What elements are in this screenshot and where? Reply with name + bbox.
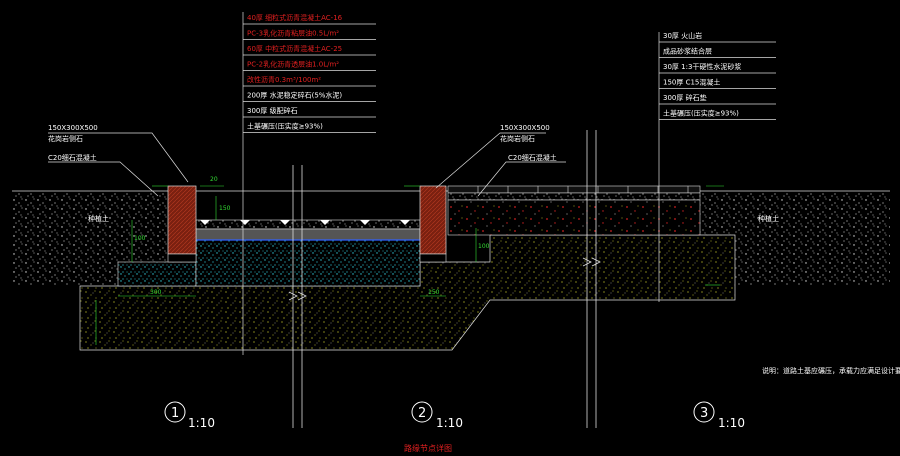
- callout-3-line-text: 成品砂浆结合层: [663, 47, 712, 56]
- svg-text:100: 100: [478, 243, 490, 250]
- svg-text:1:10: 1:10: [436, 416, 463, 430]
- soil-label-1: 种植土: [88, 214, 109, 223]
- granite-curb-1: [167, 185, 197, 255]
- svg-text:20: 20: [210, 176, 218, 183]
- drawing-caption: 路缘节点详图: [404, 443, 452, 453]
- section-marker-3: 3 1:10: [693, 401, 745, 430]
- callout-1-line-text: 改性沥青0.3m³/100m²: [247, 75, 321, 84]
- callout-1-line-text: PC-3乳化沥青粘层油0.5L/m²: [247, 29, 339, 38]
- concrete-label-2: C20细石混凝土: [508, 153, 557, 162]
- callout-3-line-text: 150厚 C15混凝土: [663, 78, 720, 87]
- callout-3-line-text: 30厚 1:3干硬性水泥砂浆: [663, 62, 741, 71]
- callout-1-line-text: 300厚 级配碎石: [247, 106, 298, 115]
- svg-text:1:10: 1:10: [718, 416, 745, 430]
- asphalt-layer-1: [195, 219, 421, 230]
- curb-material-label-2: 花岗岩侧石: [500, 134, 535, 143]
- section-marker-2: 2 1:10: [411, 401, 463, 430]
- callout-1-line-text: 土基碾压(压实度≥93%): [247, 122, 323, 131]
- surface-marks: [200, 220, 410, 225]
- callout-3-line-text: 300厚 碎石垫: [663, 93, 707, 102]
- soil-label-3: 种植土: [758, 214, 779, 223]
- svg-text:150: 150: [219, 205, 231, 212]
- curb-material-label-1: 花岗岩侧石: [48, 134, 83, 143]
- callout-1-line-text: 200厚 水泥稳定碎石(5%水泥): [247, 91, 342, 100]
- cement-stabilized-base-1: [117, 261, 197, 287]
- curb-leaders: [48, 132, 566, 197]
- svg-text:1:10: 1:10: [188, 416, 215, 430]
- curb-foundation-2: [419, 253, 447, 263]
- callout-3-line-text: 30厚 火山岩: [663, 31, 702, 40]
- svg-text:1: 1: [171, 406, 179, 421]
- callout-1-line-text: PC-2乳化沥青透层油1.0L/m²: [247, 60, 339, 69]
- callout-3-line-text: 土基碾压(压实度≥93%): [663, 109, 739, 118]
- concrete-label-1: C20细石混凝土: [48, 153, 97, 162]
- curb-foundation-1: [167, 253, 197, 263]
- svg-text:3: 3: [700, 406, 708, 421]
- break-lines: [288, 130, 601, 428]
- granite-curb-2: [419, 185, 447, 255]
- svg-text:2: 2: [418, 406, 426, 421]
- svg-text:300: 300: [150, 289, 162, 296]
- paving-joints: [477, 186, 689, 193]
- c15-concrete: [447, 199, 701, 236]
- design-note: 说明：道路土基应碾压，承载力应满足设计要求。: [762, 366, 900, 375]
- planting-soil-right: [700, 193, 890, 285]
- curb-size-label-1: 150X300X500: [48, 124, 98, 132]
- curb-size-label-2: 150X300X500: [500, 124, 550, 132]
- dimension-lines: [95, 185, 724, 345]
- section-marker-1: 1 1:10: [164, 401, 215, 430]
- dimension-texts: 20 150 100 300 150 100: [134, 176, 490, 296]
- svg-text:100: 100: [134, 235, 146, 242]
- asphalt-layer-2: [195, 228, 421, 241]
- callout-1-line-text: 40厚 细粒式沥青混凝土AC-16: [247, 13, 343, 22]
- callout-1-line-text: 60厚 中粒式沥青混凝土AC-25: [247, 44, 342, 53]
- cement-stabilized-base-2: [195, 239, 421, 287]
- mortar-layer: [447, 192, 701, 201]
- svg-text:150: 150: [428, 289, 440, 296]
